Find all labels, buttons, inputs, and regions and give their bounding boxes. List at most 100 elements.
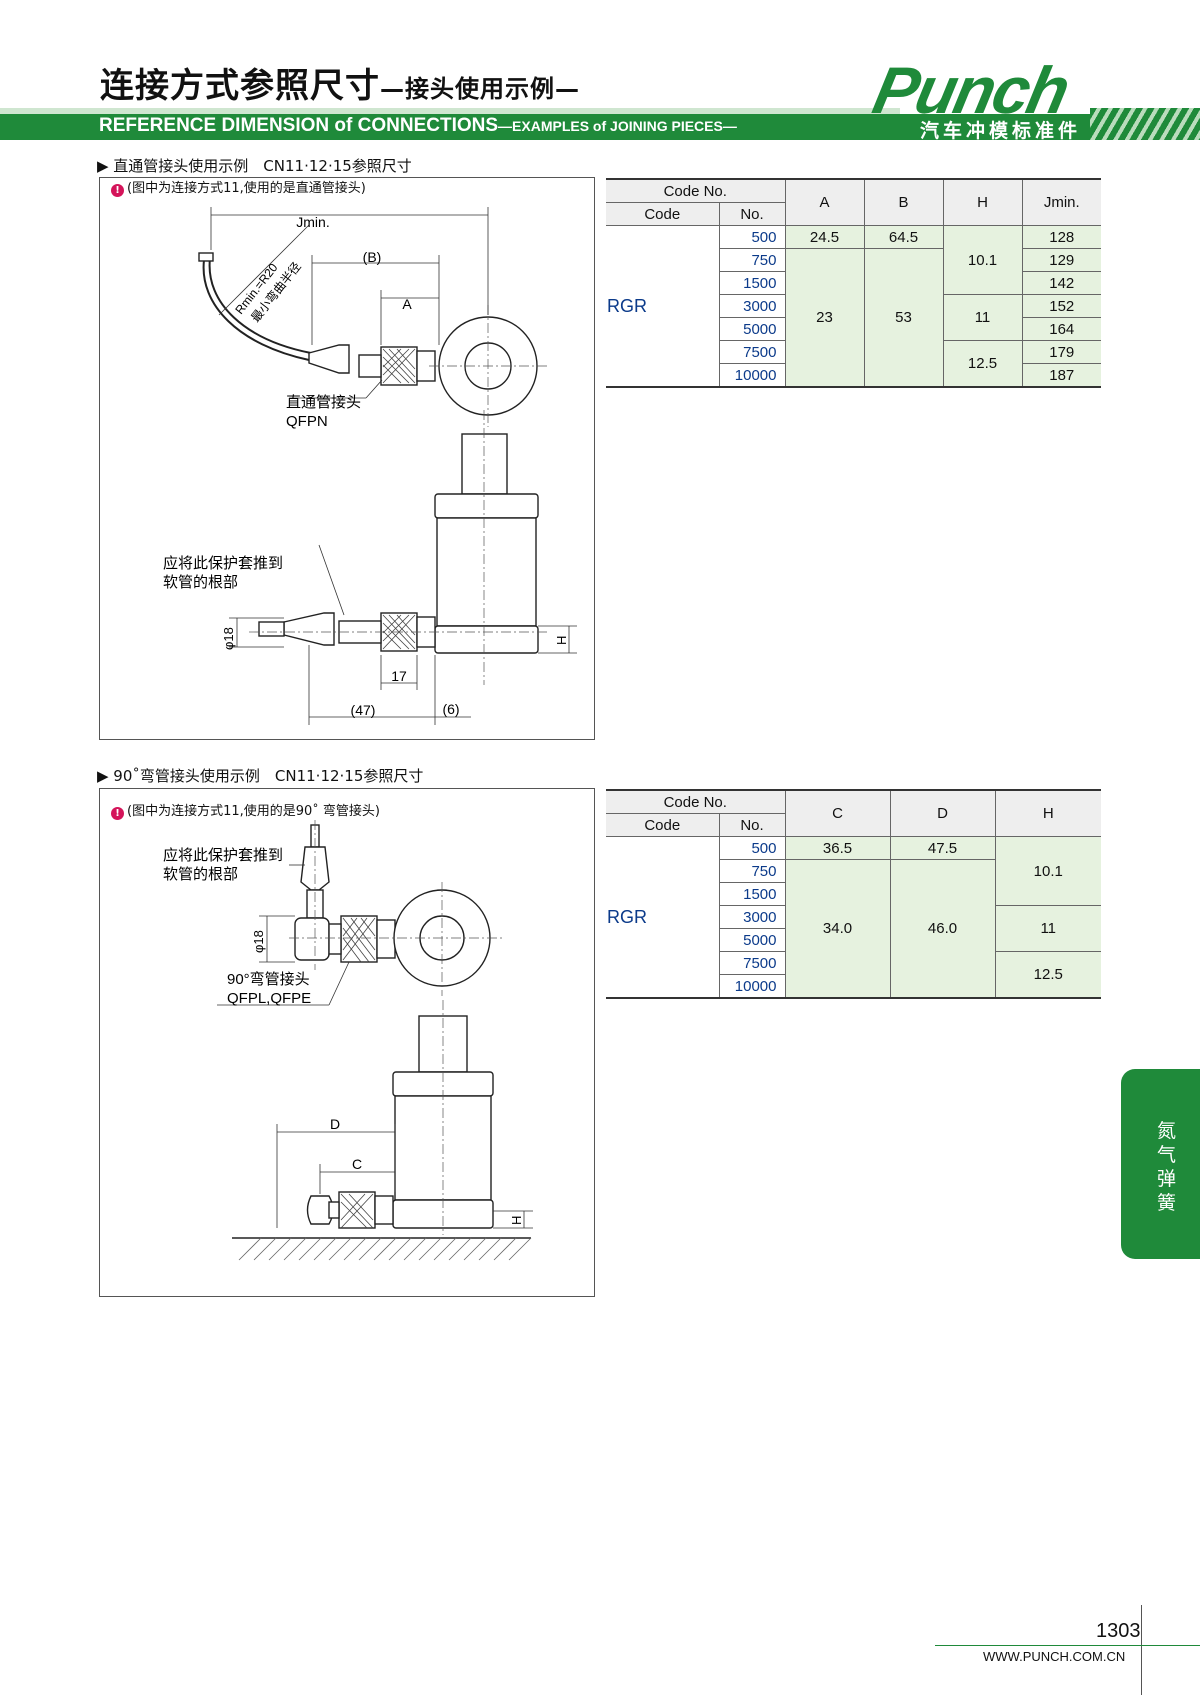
hdr-code-no: Code No. xyxy=(606,789,786,814)
cell-jmin: 129 xyxy=(1021,248,1101,272)
hdr-b: B xyxy=(863,178,944,226)
hdr-h: H xyxy=(942,178,1023,226)
table-header-row: Code No. A B H Jmin. xyxy=(606,178,1101,226)
cell-code: RGR xyxy=(606,225,720,388)
cell-a: 24.5 xyxy=(784,225,865,249)
label-push-line2: 软管的根部 xyxy=(163,866,238,883)
table-row: RGR 500 24.5 64.5 10.1 128 xyxy=(606,225,1101,388)
section1-drawing-panel xyxy=(99,177,595,740)
cell-jmin: 152 xyxy=(1021,294,1101,318)
cell-c: 36.5 xyxy=(784,836,891,860)
section1-spec-table: Code No. A B H Jmin. Code No. RGR 500 24… xyxy=(606,178,1101,388)
section2-spec-table: Code No. C D H Code No. RGR 500 36.5 47.… xyxy=(606,789,1101,999)
cell-h: 12.5 xyxy=(994,951,1101,999)
footer-url[interactable]: WWW.PUNCH.COM.CN xyxy=(983,1649,1126,1664)
cell-jmin: 128 xyxy=(1021,225,1101,249)
page-title-cn: 连接方式参照尺寸—接头使用示例— xyxy=(100,58,580,107)
cell-no: 10000 xyxy=(719,363,786,388)
dim-h: H xyxy=(554,636,569,645)
title-en-main: REFERENCE DIMENSION of CONNECTIONS xyxy=(99,115,499,136)
dim-h: H xyxy=(509,1216,524,1225)
table-row: 5000 xyxy=(606,928,1101,952)
table-row: 7500 12.5 179 xyxy=(606,340,1101,388)
table-header-row: Code No. xyxy=(606,202,1101,226)
section1-note-text: (图中为连接方式11,使用的是直通管接头) xyxy=(127,181,366,196)
section2-title: ▶ 90˚弯管接头使用示例 CN11·12·15参照尺寸 xyxy=(97,767,424,785)
cell-no: 500 xyxy=(718,225,786,249)
dim-17: 17 xyxy=(391,668,407,684)
cell-h: 12.5 xyxy=(942,340,1023,388)
dim-c: C xyxy=(352,1156,362,1172)
title-cn-sub: —接头使用示例— xyxy=(380,75,580,103)
label-fitting-cn: 90°弯管接头 xyxy=(227,971,310,988)
dim-dia18: φ18 xyxy=(251,930,266,953)
cell-jmin: 142 xyxy=(1021,271,1101,295)
table-row: 750 23 53 129 xyxy=(606,248,1101,388)
dim-d: D xyxy=(330,1116,340,1132)
table-row: 1500 xyxy=(606,882,1101,906)
cell-b: 53 xyxy=(863,248,944,388)
hdr-code: Code xyxy=(606,813,720,837)
header-stripes xyxy=(1090,108,1200,140)
table-row: 1500 142 xyxy=(606,271,1101,295)
hdr-code-no: Code No. xyxy=(606,178,786,203)
hdr-d: D xyxy=(889,789,996,837)
elbow-fitting-drawing: 应将此保护套推到 软管的根部 φ18 90°弯管接头 QFPL,QFPE D C… xyxy=(163,820,533,1261)
cell-a: 23 xyxy=(784,248,865,388)
page-number: 1303 xyxy=(1096,1620,1141,1642)
section2-note-text: (图中为连接方式11,使用的是90˚ 弯管接头) xyxy=(127,804,380,819)
table-row: 7500 12.5 xyxy=(606,951,1101,999)
cell-no: 3000 xyxy=(719,294,786,318)
cell-code: RGR xyxy=(606,836,720,999)
table-header-row: Code No. xyxy=(606,813,1101,837)
cell-h: 11 xyxy=(994,905,1101,952)
section1-title: ▶ 直通管接头使用示例 CN11·12·15参照尺寸 xyxy=(97,157,412,175)
table-row: 10000 187 xyxy=(606,363,1101,388)
dim-a: A xyxy=(402,296,412,312)
cell-jmin: 187 xyxy=(1021,363,1101,388)
footer-rule xyxy=(935,1645,1200,1646)
header-light-bar xyxy=(0,108,900,114)
dim-jmin: Jmin. xyxy=(296,214,329,230)
dim-b: (B) xyxy=(363,249,382,265)
cell-no: 3000 xyxy=(719,905,786,929)
cell-c: 34.0 xyxy=(784,859,891,999)
label-push-line2: 软管的根部 xyxy=(163,574,238,591)
dim-dia18: φ18 xyxy=(221,627,236,650)
table-row: RGR 500 36.5 47.5 10.1 xyxy=(606,836,1101,999)
cell-no: 7500 xyxy=(719,951,786,975)
cell-d: 46.0 xyxy=(889,859,995,999)
hdr-c: C xyxy=(784,789,891,837)
table-row: 5000 164 xyxy=(606,317,1101,341)
cell-no: 750 xyxy=(719,859,786,883)
hdr-h: H xyxy=(994,789,1101,837)
cell-no: 10000 xyxy=(719,974,785,999)
label-fitting-cn: 直通管接头 xyxy=(286,394,361,411)
page-title-en: REFERENCE DIMENSION of CONNECTIONS—EXAMP… xyxy=(99,115,737,137)
section2-drawing-panel xyxy=(99,788,595,1297)
cell-no: 7500 xyxy=(719,340,786,364)
cell-jmin: 179 xyxy=(1021,340,1101,364)
cell-no: 5000 xyxy=(719,317,786,341)
hdr-code: Code xyxy=(606,202,720,226)
warning-icon: ! xyxy=(111,807,124,820)
cell-h: 10.1 xyxy=(942,225,1023,295)
cell-no: 1500 xyxy=(719,882,785,906)
cell-no: 750 xyxy=(719,248,786,272)
logo-slogan: 汽车冲模标准件 xyxy=(920,120,1082,142)
label-push-line1: 应将此保护套推到 xyxy=(163,554,283,572)
cell-jmin: 164 xyxy=(1021,317,1101,341)
dim-6: (6) xyxy=(442,701,459,717)
side-tab-label: 氮气弹簧 xyxy=(1157,1120,1177,1214)
dim-47: (47) xyxy=(351,702,376,718)
cell-h: 10.1 xyxy=(994,836,1101,906)
cell-b: 64.5 xyxy=(863,225,944,249)
section2-note: !(图中为连接方式11,使用的是90˚ 弯管接头) xyxy=(111,800,380,820)
straight-fitting-drawing: Jmin. (B) A Rmin.=R20 最小弯曲半径 直通管接头 QFPN … xyxy=(163,207,577,725)
hdr-a: A xyxy=(784,178,865,226)
label-fitting-code: QFPL,QFPE xyxy=(227,990,311,1007)
cell-no: 5000 xyxy=(719,928,785,952)
side-category-tab[interactable]: 氮气弹簧 xyxy=(1121,1069,1200,1259)
table-row: 3000 11 xyxy=(606,905,1101,952)
hdr-no: No. xyxy=(718,813,785,837)
